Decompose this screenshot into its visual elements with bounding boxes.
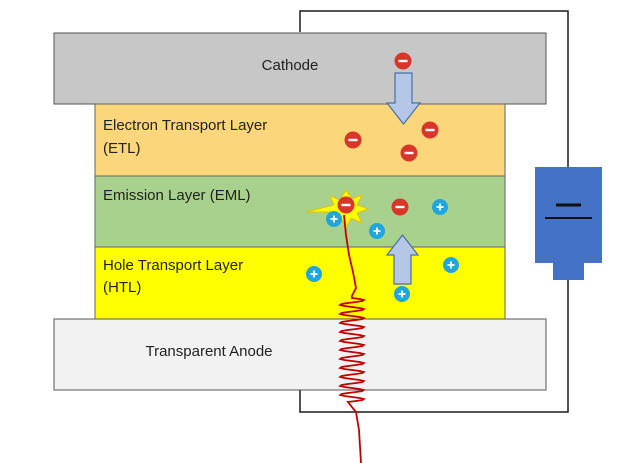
htl-layer xyxy=(94,246,506,320)
hole xyxy=(432,199,448,215)
hole xyxy=(443,257,459,273)
battery-body xyxy=(535,167,602,263)
eml-label: Emission Layer (EML) xyxy=(103,187,251,204)
battery xyxy=(535,167,602,280)
electron-injection-arrow xyxy=(385,72,422,125)
electron xyxy=(394,52,412,70)
etl-label-line2: (ETL) xyxy=(103,140,141,157)
anode-layer xyxy=(53,318,547,391)
electron-particles xyxy=(337,52,439,216)
anode-label: Transparent Anode xyxy=(145,343,272,360)
cathode-layer xyxy=(53,32,547,105)
htl-label-line2: (HTL) xyxy=(103,279,141,296)
battery-terminal xyxy=(553,263,584,280)
emitted-light-wave xyxy=(338,214,366,463)
cathode-label: Cathode xyxy=(262,57,319,74)
hole xyxy=(394,286,410,302)
etl-label-line1: Electron Transport Layer xyxy=(103,117,267,134)
htl-label-line1: Hole Transport Layer xyxy=(103,257,243,274)
etl-layer xyxy=(94,103,506,177)
electron xyxy=(400,144,418,162)
electron xyxy=(344,131,362,149)
hole-particles xyxy=(306,199,459,302)
electron xyxy=(391,198,409,216)
hole-injection-arrow xyxy=(385,234,420,285)
electron xyxy=(421,121,439,139)
electron xyxy=(337,196,355,214)
hole xyxy=(369,223,385,239)
hole xyxy=(306,266,322,282)
hole xyxy=(326,211,342,227)
